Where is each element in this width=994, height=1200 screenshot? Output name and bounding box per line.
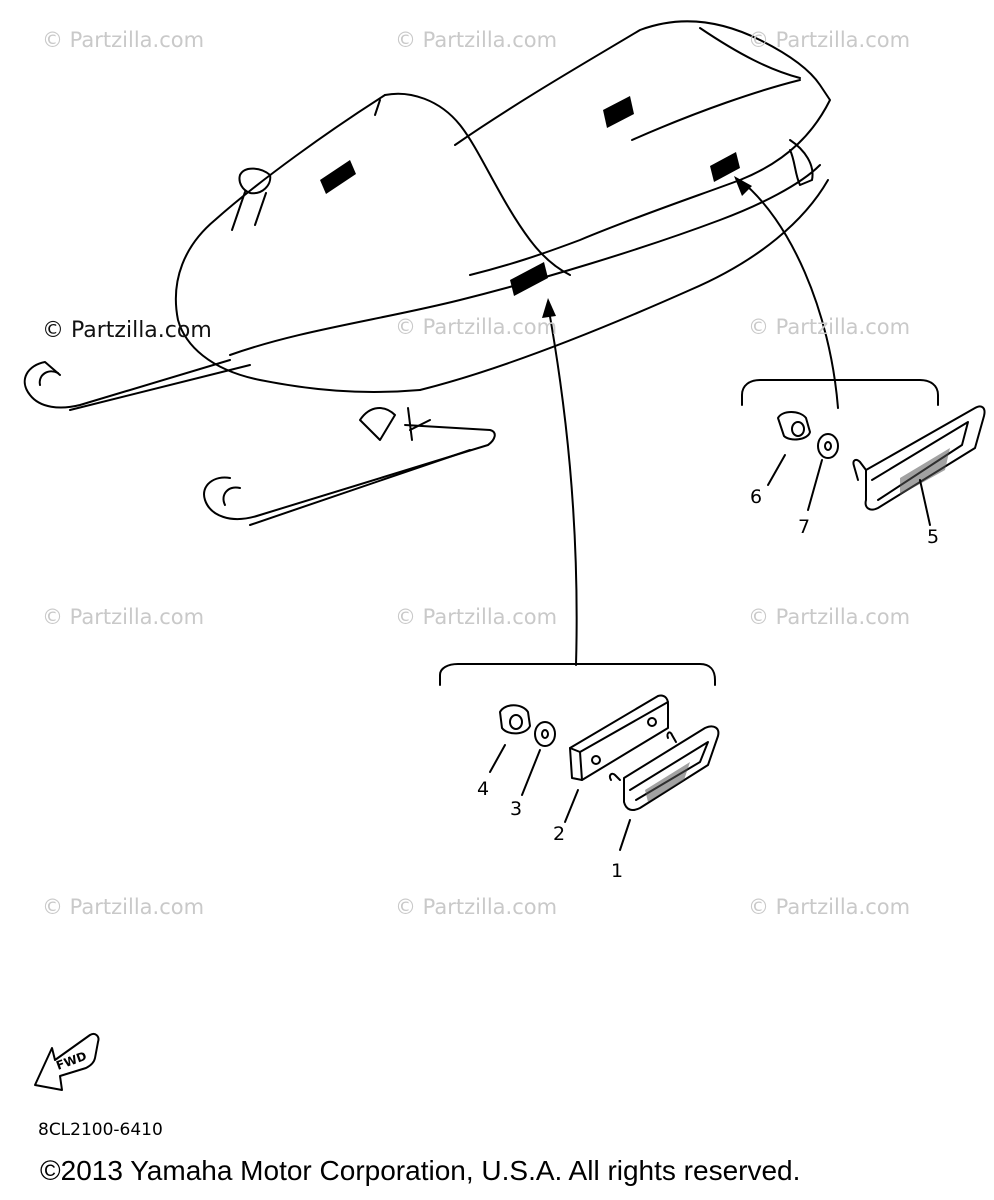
callout-numbers: 1 2 3 4 5 6 7 bbox=[477, 486, 939, 882]
reflector-location-marks bbox=[320, 96, 740, 296]
callout-1: 1 bbox=[611, 860, 623, 882]
copyright-notice: ©2013 Yamaha Motor Corporation, U.S.A. A… bbox=[40, 1155, 801, 1186]
watermark: © Partzilla.com bbox=[395, 28, 558, 52]
watermark: © Partzilla.com bbox=[748, 605, 911, 629]
right-ski bbox=[203, 424, 496, 520]
part-2-plate bbox=[564, 694, 669, 823]
part-4-nut bbox=[489, 704, 531, 773]
watermark: © Partzilla.com bbox=[748, 28, 911, 52]
watermark: © Partzilla.com bbox=[395, 895, 558, 919]
watermark: © Partzilla.com bbox=[42, 318, 212, 343]
part-6-nut bbox=[767, 411, 811, 486]
seat bbox=[454, 20, 831, 276]
callout-5: 5 bbox=[927, 526, 939, 548]
diagram-code: 8CL2100-6410 bbox=[38, 1120, 163, 1140]
bracket-front-group bbox=[439, 663, 716, 686]
watermark: © Partzilla.com bbox=[42, 605, 205, 629]
callout-4: 4 bbox=[477, 778, 489, 800]
callout-7: 7 bbox=[798, 516, 810, 538]
watermark: © Partzilla.com bbox=[395, 605, 558, 629]
part-1-front-reflector bbox=[608, 725, 720, 851]
part-5-rear-reflector bbox=[852, 405, 986, 526]
part-7-washer bbox=[807, 433, 839, 511]
watermark: © Partzilla.com bbox=[42, 28, 205, 52]
forward-direction-arrow-icon: FWD bbox=[34, 1032, 100, 1091]
watermark: © Partzilla.com bbox=[748, 895, 911, 919]
left-ski bbox=[23, 359, 231, 409]
snowmobile-illustration bbox=[23, 20, 831, 526]
watermark: © Partzilla.com bbox=[42, 895, 205, 919]
leader-lines bbox=[542, 176, 839, 666]
bracket-rear-group bbox=[741, 379, 939, 406]
watermark: © Partzilla.com bbox=[395, 315, 558, 339]
callout-2: 2 bbox=[553, 823, 565, 845]
callout-6: 6 bbox=[750, 486, 762, 508]
hood bbox=[384, 92, 571, 276]
part-3-washer bbox=[521, 721, 556, 796]
watermark: © Partzilla.com bbox=[748, 315, 911, 339]
callout-3: 3 bbox=[510, 798, 522, 820]
